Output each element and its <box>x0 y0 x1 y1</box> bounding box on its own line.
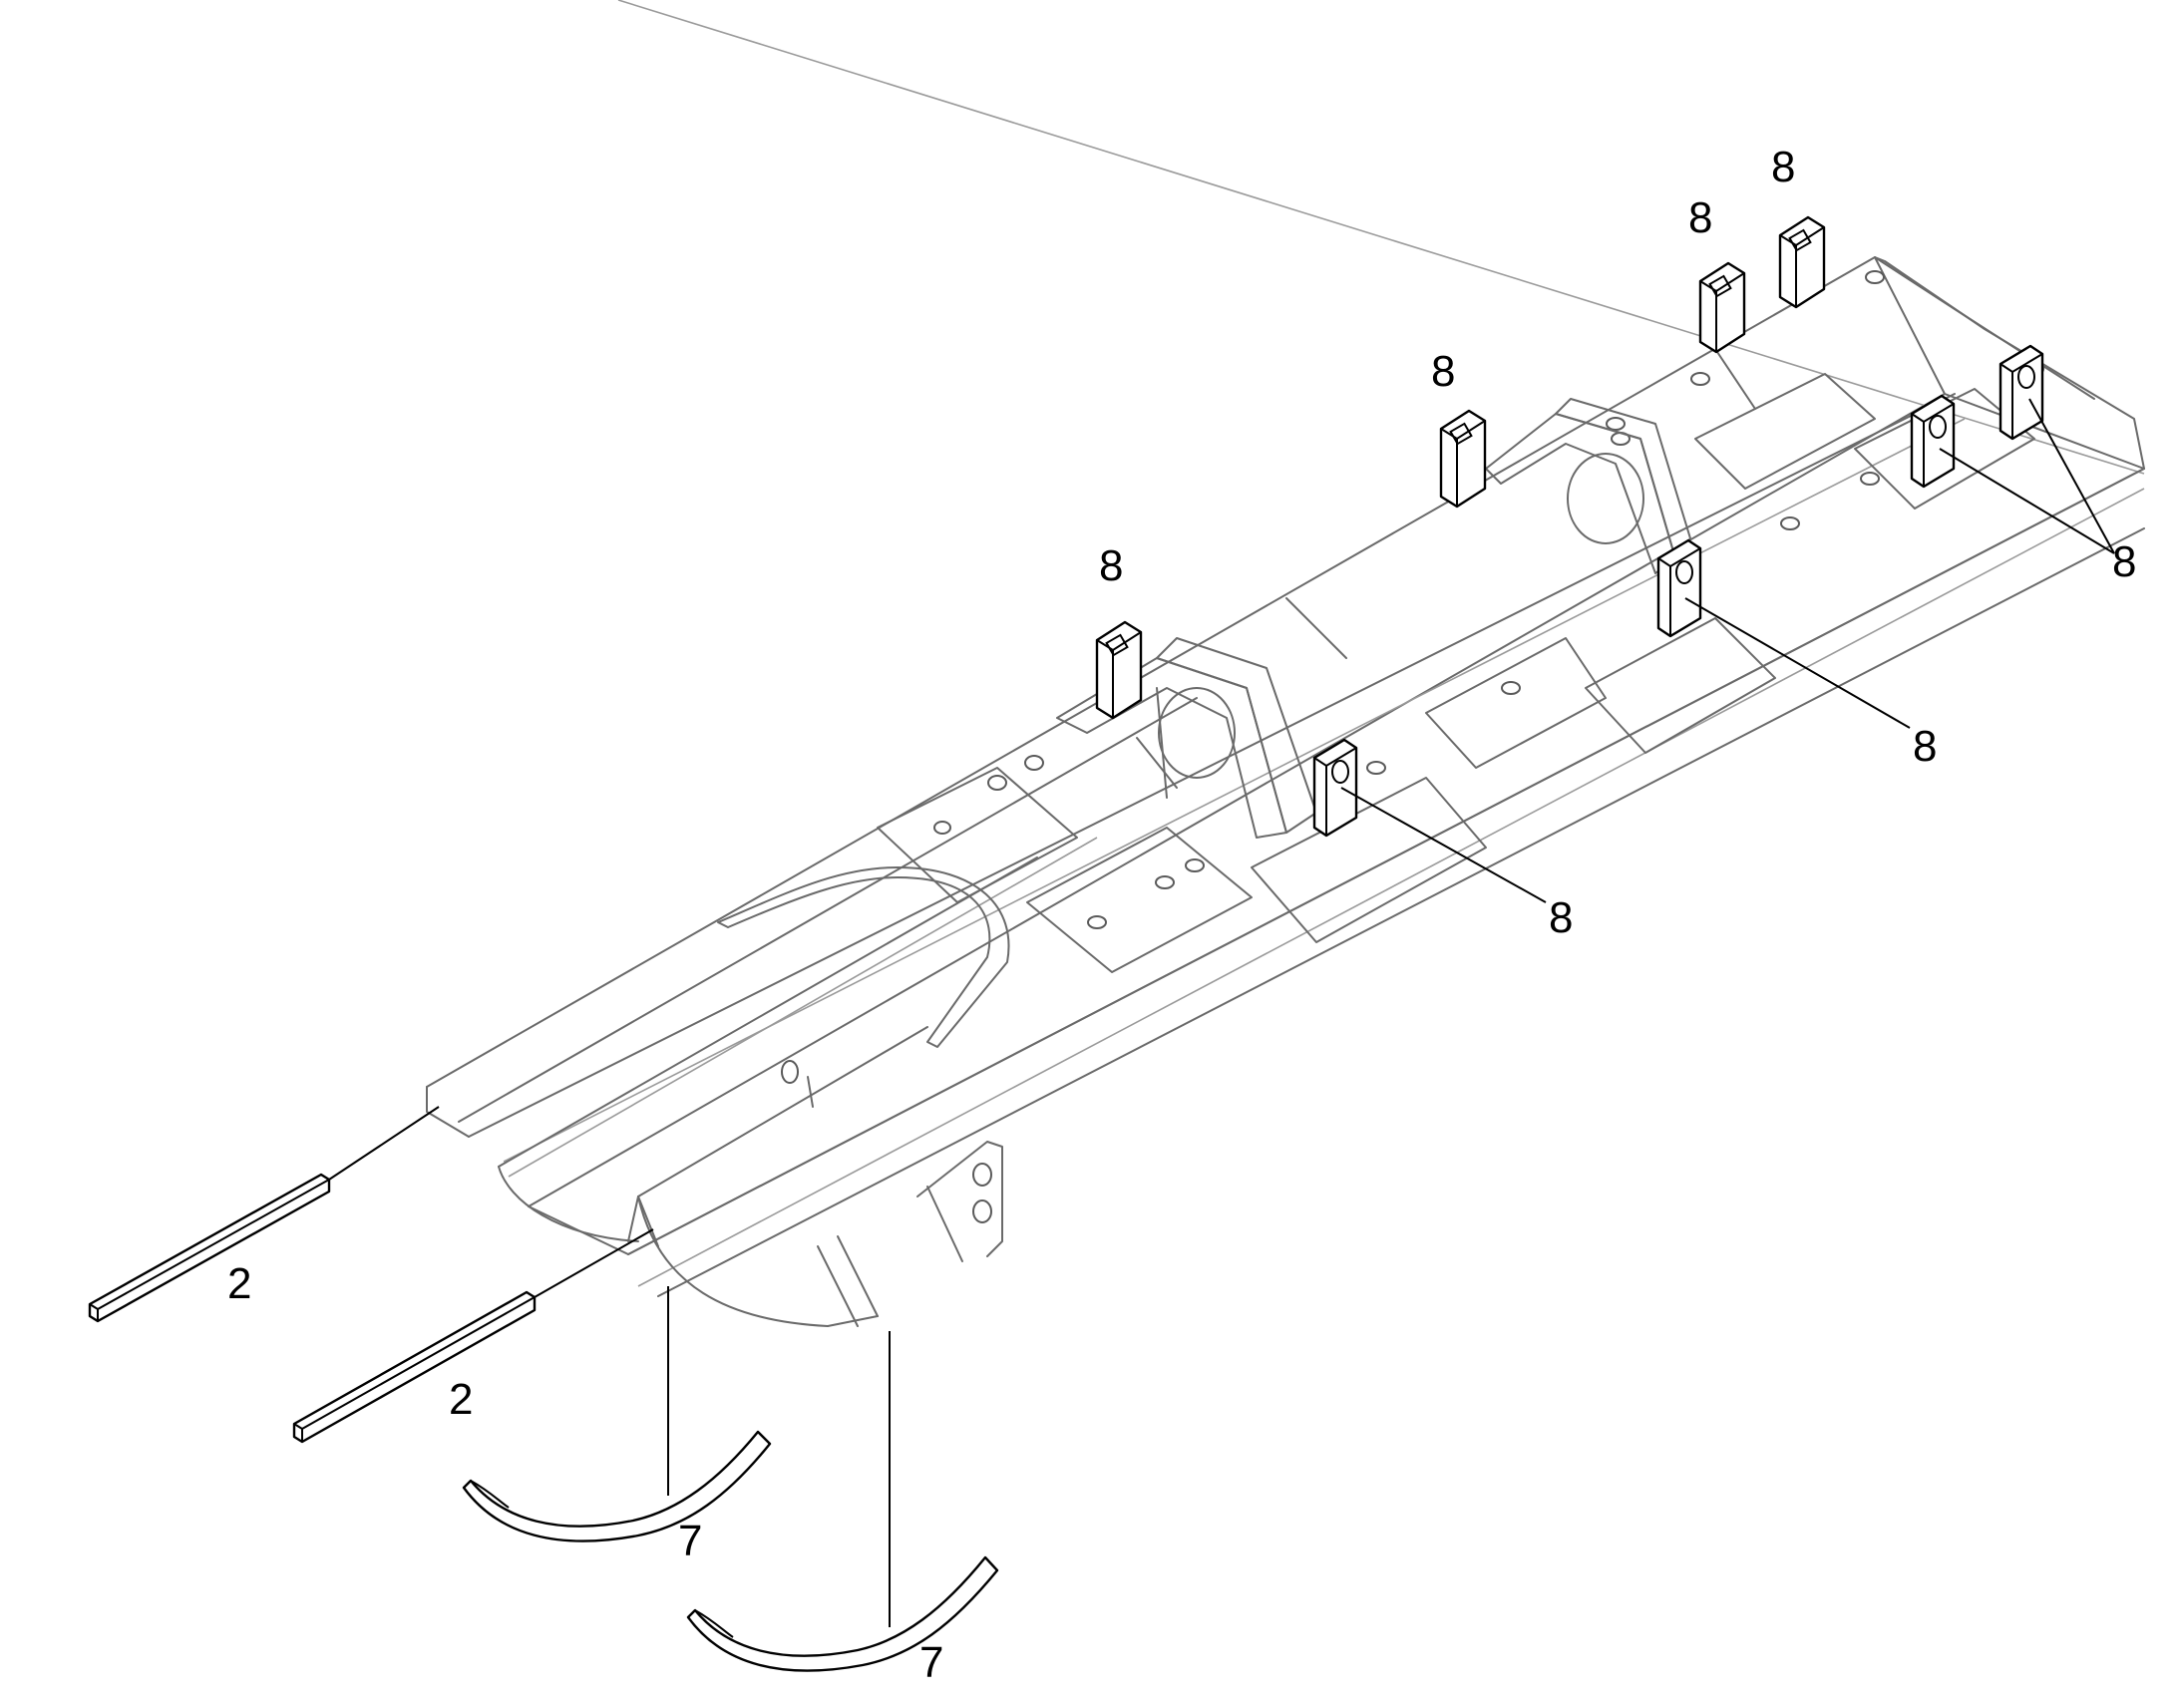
callout-8-d: 8 <box>1771 143 1795 191</box>
lug-part-8-c <box>1698 261 1746 354</box>
bar-part-2-a <box>88 1173 331 1323</box>
curved-strip-part-7-a <box>462 1430 772 1542</box>
callout-8-e: 8 <box>1549 893 1573 942</box>
main-frame-beam <box>426 0 2145 1327</box>
callout-7-b: 7 <box>919 1638 943 1687</box>
lug-part-8-e <box>1312 738 1358 838</box>
callout-8-g: 8 <box>2112 537 2136 586</box>
callout-labels: 2 2 7 7 8 8 8 8 8 8 8 <box>227 143 2136 1687</box>
lug-part-8-g2 <box>1998 344 2044 441</box>
bar-part-2-b <box>292 1290 537 1444</box>
callout-8-f: 8 <box>1913 722 1937 771</box>
callout-2-b: 2 <box>449 1375 473 1424</box>
callout-8-a: 8 <box>1099 541 1123 590</box>
leader-lines <box>328 398 2115 1627</box>
callout-2-a: 2 <box>227 1259 251 1308</box>
callout-8-c: 8 <box>1688 193 1712 242</box>
callout-7-a: 7 <box>678 1517 702 1565</box>
lug-part-8-d <box>1778 215 1826 309</box>
pivot-bracket-rear <box>1485 398 1691 574</box>
lug-part-8-b <box>1439 409 1487 509</box>
callout-8-b: 8 <box>1431 347 1455 396</box>
lug-part-8-g1 <box>1910 394 1956 489</box>
curved-strip-part-7-b <box>686 1555 999 1672</box>
lug-part-8-f <box>1656 538 1702 638</box>
lug-part-8-a <box>1095 620 1143 720</box>
